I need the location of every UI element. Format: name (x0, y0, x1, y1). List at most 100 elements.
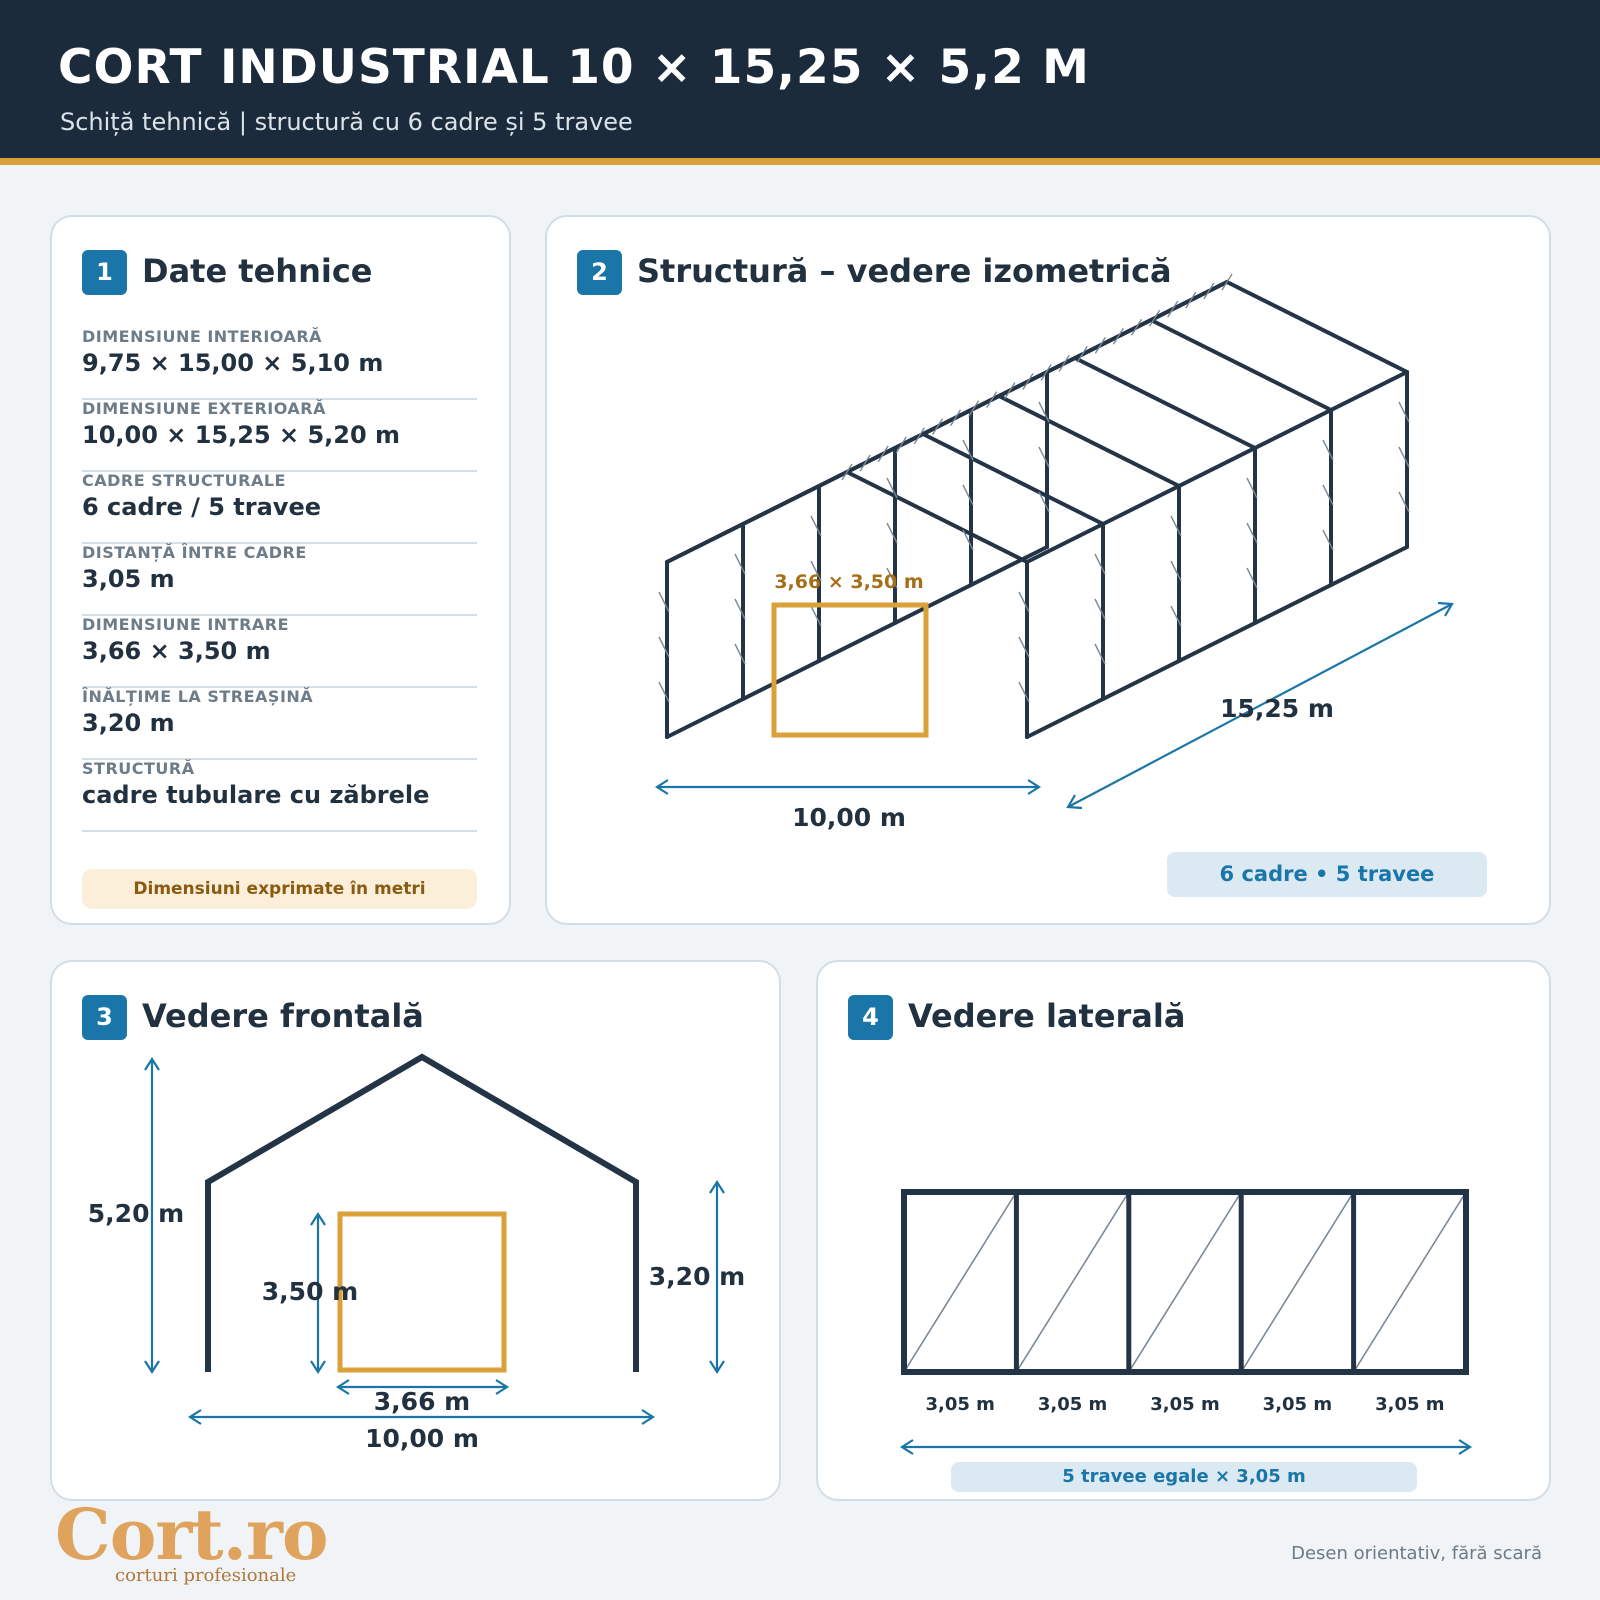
truss-tick (968, 400, 980, 418)
truss-tick (949, 409, 962, 427)
truss-tick (1004, 382, 1016, 399)
bay-diagonal-brace (1352, 1191, 1467, 1373)
truss-tick (877, 445, 889, 463)
truss-tick (734, 598, 746, 620)
bay-length-label: 3,05 m (925, 1394, 994, 1415)
truss-tick (658, 591, 670, 613)
truss-tick (1149, 309, 1161, 327)
section-title: Date tehnice (142, 252, 373, 290)
truss-tick (1094, 643, 1106, 665)
spec-value: 6 cadre / 5 travee (82, 493, 322, 521)
base-rail (665, 545, 1049, 739)
truss-tick (931, 418, 944, 436)
section-number-badge: 4 (848, 995, 893, 1040)
isometric-drawing: 3,66 × 3,50 m 10,00 m 15,25 m (654, 273, 1454, 832)
truss-tick (734, 643, 746, 665)
brand-logo-tagline: corturi profesionale (115, 1565, 297, 1586)
truss-tick (658, 636, 670, 658)
truss-tick (886, 567, 898, 589)
truss-tick (1203, 282, 1215, 300)
eave-height-label: 3,20 m (649, 1262, 745, 1291)
spec-value: 3,20 m (82, 709, 175, 737)
arrowhead-icon (641, 1409, 656, 1425)
truss-tick (1170, 560, 1182, 582)
frames-bays-badge: 6 cadre • 5 travee (1167, 852, 1487, 897)
arrowhead-icon (495, 1379, 510, 1395)
width-label: 10,00 m (365, 1424, 479, 1453)
entrance-outline (771, 602, 929, 738)
bays-summary-badge: 5 travee egale × 3,05 m (951, 1462, 1417, 1492)
section-title: Vedere frontală (142, 997, 424, 1035)
frame-rafter (921, 432, 1105, 526)
truss-tick (1112, 327, 1125, 345)
spec-value: 9,75 × 15,00 × 5,10 m (82, 349, 384, 377)
truss-tick (1398, 491, 1410, 513)
arrowhead-icon (654, 779, 669, 795)
page-subtitle: Schiță tehnică | structură cu 6 cadre și… (60, 108, 633, 136)
bay-length-label: 3,05 m (1038, 1394, 1107, 1415)
arrowhead-icon (144, 1360, 160, 1375)
front-view-drawing: 5,20 m 3,20 m 3,50 m 3,66 m 10,00 m (88, 1053, 745, 1453)
spec-row: STRUCTURĂ cadre tubulare cu zăbrele (82, 759, 477, 832)
truss-tick (658, 681, 670, 703)
truss-tick (1170, 515, 1182, 537)
length-dimension-line (1067, 603, 1453, 808)
bay-length-label: 3,05 m (1150, 1394, 1219, 1415)
truss-tick (1022, 373, 1034, 390)
spec-value: cadre tubulare cu zăbrele (82, 781, 430, 809)
page-title: CORT INDUSTRIAL 10 × 15,25 × 5,2 M (58, 40, 1090, 95)
truss-tick (962, 484, 974, 506)
spec-row: DIMENSIUNE INTERIOARĂ 9,75 × 15,00 × 5,1… (82, 327, 477, 400)
brand-logo: Cort.ro corturi profesionale (55, 1493, 329, 1595)
truss-tick (1018, 636, 1030, 658)
drawing-footnote: Desen orientativ, fără scară (1291, 1543, 1542, 1564)
section-title: Vedere laterală (908, 997, 1186, 1035)
truss-tick (1246, 567, 1258, 589)
truss-tick (1040, 364, 1052, 381)
arrowhead-icon (144, 1056, 160, 1071)
arrowhead-icon (310, 1211, 326, 1226)
spec-label: STRUCTURĂ (82, 759, 195, 778)
truss-tick (913, 427, 925, 445)
spec-label: DIMENSIUNE INTERIOARĂ (82, 327, 323, 346)
truss-tick (1094, 553, 1106, 575)
header-bar: CORT INDUSTRIAL 10 × 15,25 × 5,2 M Schiț… (0, 0, 1600, 165)
truss-tick (810, 560, 822, 582)
arrowhead-icon (335, 1379, 350, 1395)
truss-tick (810, 605, 822, 627)
truss-tick (1185, 291, 1197, 309)
truss-tick (810, 515, 822, 537)
arrowhead-icon (1458, 1439, 1473, 1455)
truss-tick (1038, 401, 1050, 423)
arrowhead-icon (310, 1360, 326, 1375)
truss-tick (895, 436, 907, 454)
spec-row: DISTANȚĂ ÎNTRE CADRE 3,05 m (82, 543, 477, 616)
frame-rafter (997, 394, 1181, 488)
section-number-badge: 1 (82, 250, 127, 295)
door-width-label: 3,66 m (374, 1387, 470, 1416)
arrowhead-icon (1066, 794, 1083, 810)
technical-data-card: 1 Date tehnice DIMENSIUNE INTERIOARĂ 9,7… (50, 215, 511, 925)
truss-tick (1094, 336, 1106, 354)
spec-label: DIMENSIUNE INTRARE (82, 615, 290, 634)
truss-tick (1170, 605, 1182, 627)
arrowhead-icon (1437, 601, 1454, 617)
bay-length-label: 3,05 m (1263, 1394, 1332, 1415)
frame-rafter (1149, 318, 1333, 412)
tent-front-outline (205, 1053, 639, 1372)
spec-row: CADRE STRUCTURALE 6 cadre / 5 travee (82, 471, 477, 544)
front-view-card: 5,20 m 3,20 m 3,50 m 3,66 m 10,00 m 3 Ve… (50, 960, 781, 1501)
truss-tick (1246, 522, 1258, 544)
truss-tick (1246, 477, 1258, 499)
door-height-label: 3,50 m (262, 1277, 358, 1306)
isometric-view-card: 3,66 × 3,50 m 10,00 m 15,25 m 2 Structur… (545, 215, 1551, 925)
eave-purlin (1025, 370, 1409, 564)
truss-tick (1167, 300, 1179, 318)
truss-tick (1322, 439, 1334, 461)
truss-tick (1398, 446, 1410, 468)
frame-rafter (1073, 356, 1257, 450)
arrowhead-icon (1027, 779, 1042, 795)
spec-value: 3,66 × 3,50 m (82, 637, 271, 665)
